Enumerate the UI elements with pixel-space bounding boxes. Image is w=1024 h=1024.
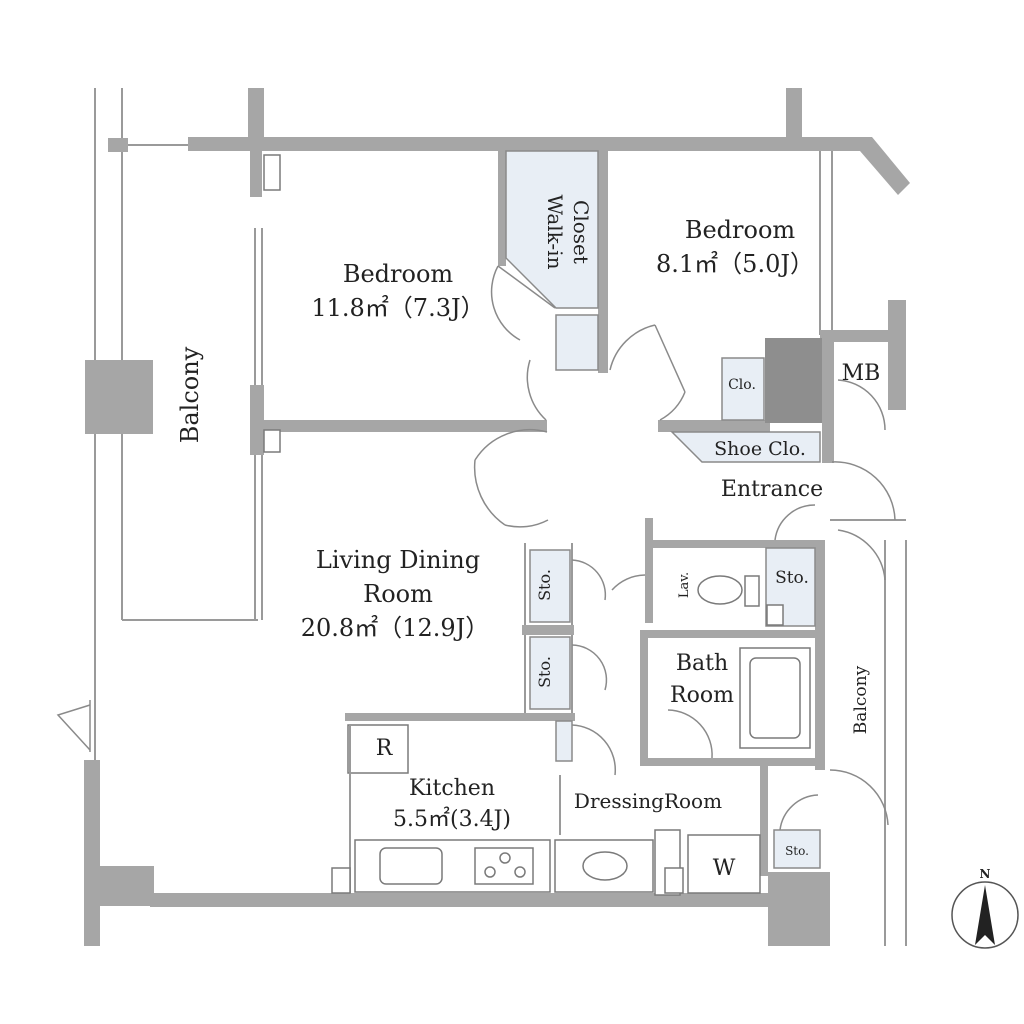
washer <box>687 834 761 894</box>
bedroom-2-name: Bedroom <box>685 216 796 244</box>
dressing-room-label: DressingRoom <box>574 789 722 813</box>
clo-closet <box>721 357 765 421</box>
kitchen-area: 5.5㎡(3.4J) <box>393 806 511 832</box>
toilet <box>697 575 743 605</box>
mb-label: MB <box>842 361 881 386</box>
shoe-closet <box>670 431 821 463</box>
kitchen-name: Kitchen <box>409 776 495 801</box>
storage-4-label: Sto. <box>785 844 809 858</box>
storage-1 <box>529 549 571 623</box>
balcony-right-label: Balcony <box>851 665 871 734</box>
shoe-closet-label: Shoe Clo. <box>714 438 806 460</box>
compass-north-label: N <box>980 867 991 881</box>
walk-in-closet <box>505 150 599 309</box>
closets <box>505 150 821 869</box>
living-label-2: Room <box>363 580 433 608</box>
refrigerator <box>347 724 409 774</box>
clo-label: Clo. <box>728 377 756 393</box>
sink <box>379 847 443 885</box>
storage-2 <box>529 636 571 710</box>
balcony-left-label: Balcony <box>176 346 204 443</box>
bedroom-1-name: Bedroom <box>343 260 454 288</box>
storage-1-label: Sto. <box>535 569 554 601</box>
left-balcony-structure <box>56 88 258 946</box>
storage-4 <box>773 829 821 869</box>
fixtures <box>263 154 811 894</box>
fridge-label: R <box>376 736 394 761</box>
living-area: 20.8㎡（12.9J） <box>301 614 490 642</box>
walk-in-label-2: Closet <box>569 200 593 264</box>
room-labels: Bedroom 11.8㎡（7.3J） Bedroom 8.1㎡（5.0J） W… <box>176 195 880 881</box>
bath-label-1: Bath <box>676 651 728 676</box>
exterior-walls <box>150 88 910 946</box>
bedroom-1-area: 11.8㎡（7.3J） <box>311 294 484 322</box>
living-label-1: Living Dining <box>316 546 480 574</box>
north-arrow-icon <box>975 885 995 945</box>
bath-label-2: Room <box>670 683 734 708</box>
compass: N <box>951 867 1019 949</box>
walk-in-label-1: Walk-in <box>543 195 567 270</box>
storage-3-label: Sto. <box>775 568 809 588</box>
bedroom-2-area: 8.1㎡（5.0J） <box>656 250 814 278</box>
column <box>85 360 153 434</box>
doors <box>473 265 896 831</box>
washer-label: W <box>713 856 736 881</box>
entrance-label: Entrance <box>721 477 823 502</box>
storage-2-label: Sto. <box>535 656 554 688</box>
compass-ring <box>951 881 1019 949</box>
lav-label: Lav. <box>677 572 692 598</box>
